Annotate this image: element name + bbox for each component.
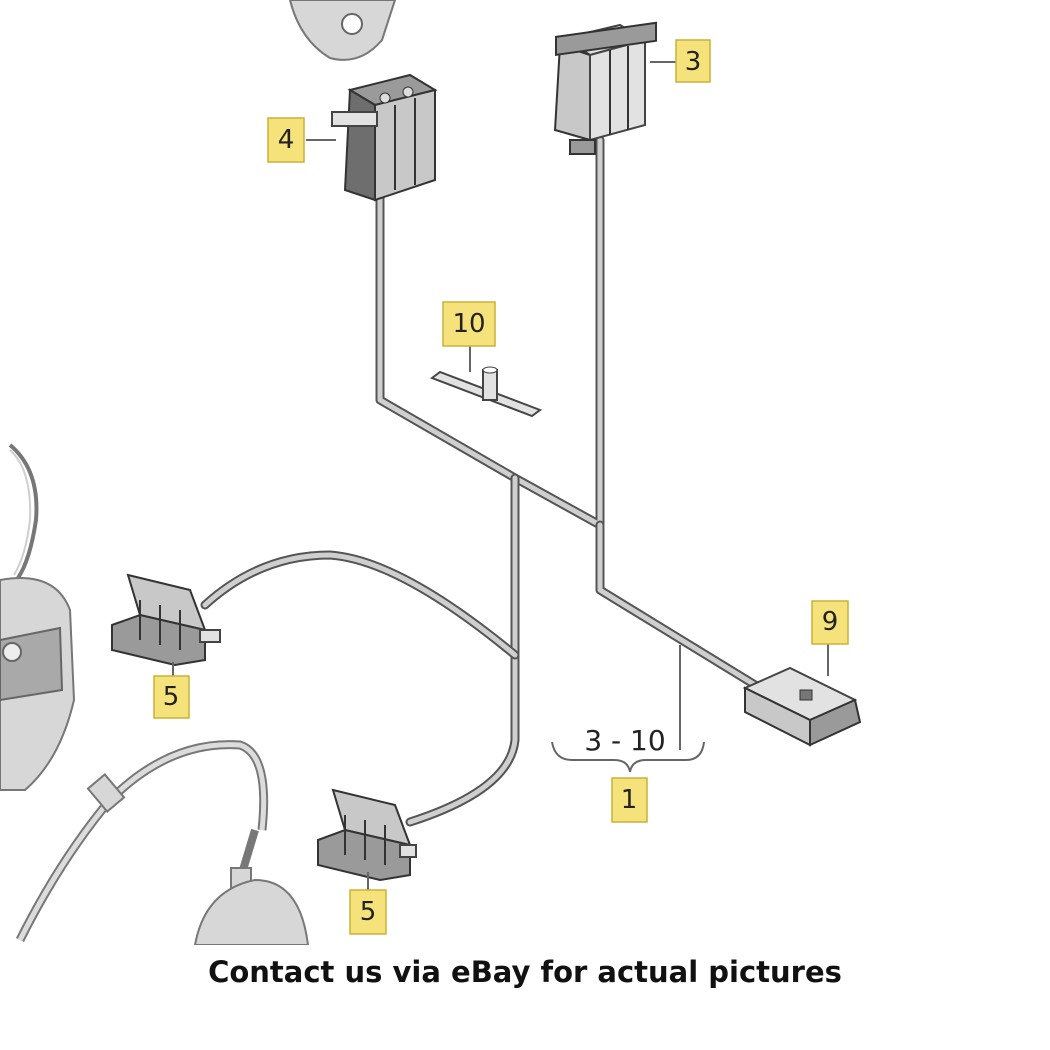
callout-10-text: 10	[452, 309, 485, 339]
bracket-part-5-lower	[317, 788, 417, 882]
connector-part-3	[553, 21, 657, 155]
callout-5-lower-text: 5	[360, 897, 377, 927]
callout-5-upper-text: 5	[163, 682, 180, 712]
callout-3: 3	[675, 39, 711, 83]
callout-1-text: 1	[621, 785, 638, 815]
wire-harness	[200, 135, 765, 827]
wiring-harness-diagram: 3 4 10 5 9 1 5 3 - 10	[0, 0, 862, 945]
callout-4: 4	[267, 117, 305, 163]
left-mechanism	[0, 443, 76, 791]
callout-4-text: 4	[278, 125, 295, 155]
clip-part-10	[429, 366, 543, 418]
callout-3-text: 3	[685, 47, 702, 77]
footer-note: Contact us via eBay for actual pictures	[208, 955, 842, 989]
range-label: 3 - 10	[584, 724, 665, 757]
bottom-cable-part	[15, 740, 310, 945]
background-parts	[0, 0, 397, 945]
bracket-part-5-upper	[111, 573, 221, 667]
callout-10: 10	[442, 301, 496, 347]
leader-lines	[172, 61, 829, 890]
connector-part-4	[331, 73, 438, 202]
connector-part-9	[742, 666, 862, 747]
callouts: 3 4 10 5 9 1 5 3 - 10	[153, 39, 849, 935]
callout-1: 1	[611, 777, 648, 823]
top-round-part	[288, 0, 397, 61]
callout-9-text: 9	[822, 607, 839, 637]
callout-9: 9	[811, 600, 849, 645]
callout-5-lower: 5	[349, 889, 387, 935]
callout-5-upper: 5	[153, 675, 190, 719]
